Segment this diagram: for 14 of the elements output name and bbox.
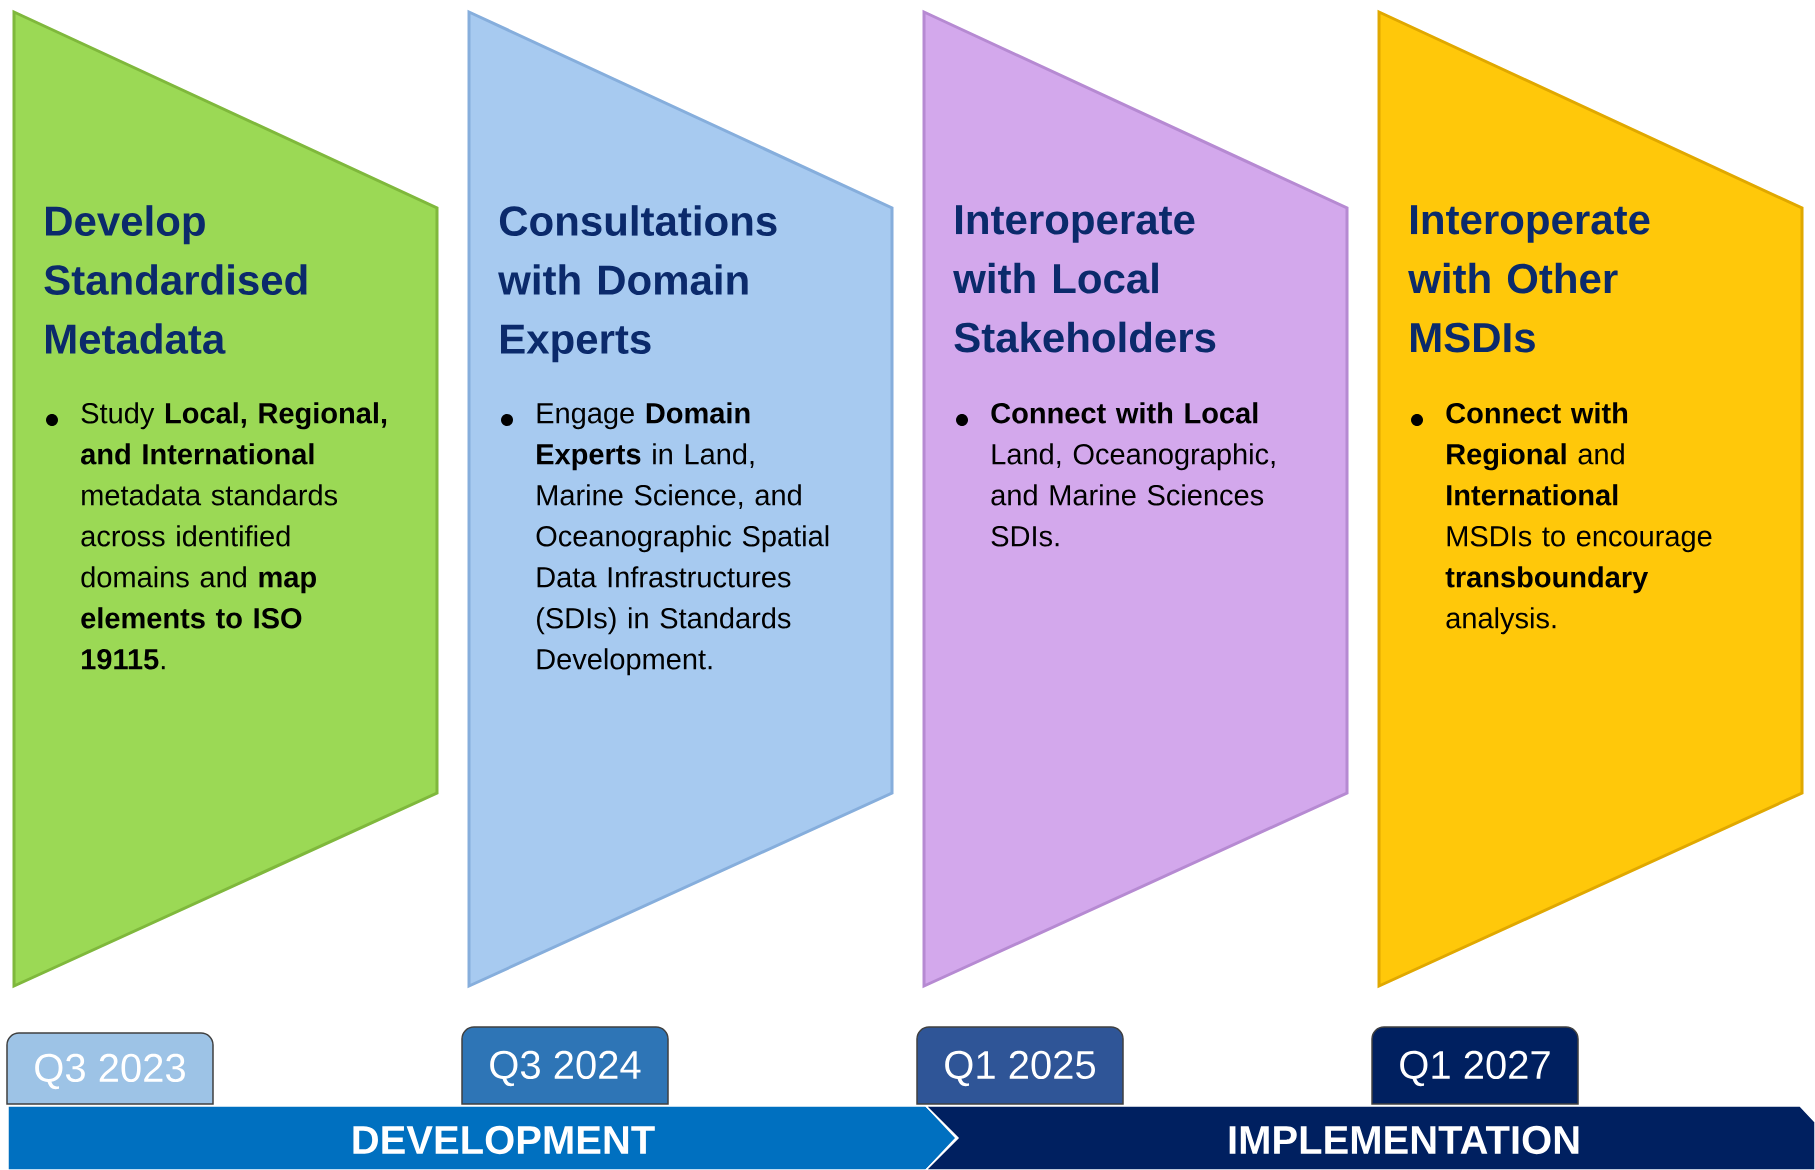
stage-description: Connect with Regional and International MSDIs to encourage transboundary analysis. <box>1445 402 1712 635</box>
date-tab: Q1 2025 <box>916 1026 1124 1105</box>
date-tab: Q3 2023 <box>6 1032 214 1105</box>
stage-title: Interoperate with Other MSDIs <box>1408 205 1650 353</box>
stage-title: Develop Standardised Metadata <box>44 205 307 355</box>
stage-description: Study Local, Regional, and International metadata standards across identified domains and map elements to ISO 19115. <box>81 402 387 670</box>
stage-description: Connect with Local Land, Oceanographic, and Marine Sciences SDIs. <box>991 402 1275 547</box>
phase-banner: DEVELOPMENT <box>7 1105 958 1170</box>
date-tab: Q1 2027 <box>1371 1026 1579 1105</box>
stage-title: Consultations with Domain Experts <box>498 205 777 363</box>
stage-title: Interoperate with Local Stakeholders <box>953 205 1216 353</box>
phase-banner: IMPLEMENTATION <box>924 1105 1815 1170</box>
date-tab: Q3 2024 <box>461 1026 669 1105</box>
stage-description: Engage Domain Experts in Land, Marine Science, and Oceanographic Spatial Data Infrastructures (SDIs) in Standards Development. <box>536 402 829 676</box>
